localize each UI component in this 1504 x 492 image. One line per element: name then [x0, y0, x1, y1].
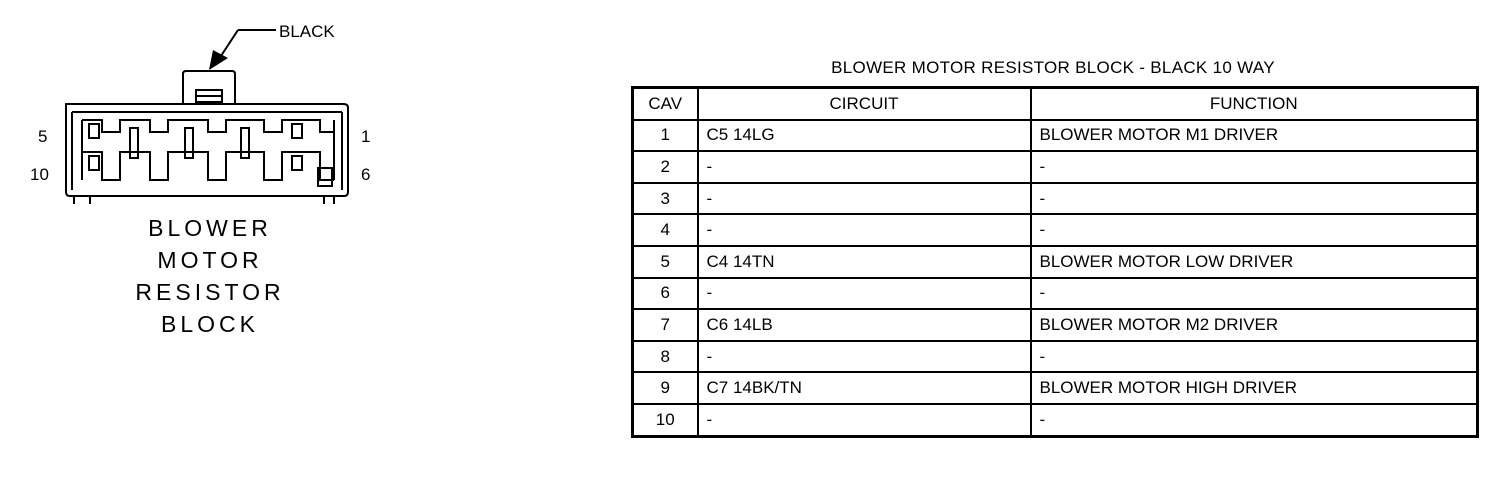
table-row: 2 - - — [631, 150, 1479, 184]
callout-arrowhead — [209, 50, 228, 70]
pin-label-5: 5 — [38, 127, 47, 146]
cell-function: - — [1029, 213, 1479, 247]
cell-circuit: C7 14BK/TN — [696, 371, 1032, 405]
cell-circuit: - — [696, 402, 1032, 438]
cell-circuit: - — [696, 213, 1032, 247]
callout-label: BLACK — [279, 22, 335, 41]
cell-cav: 9 — [631, 371, 699, 405]
table-row: 1 C5 14LG BLOWER MOTOR M1 DRIVER — [631, 118, 1479, 153]
header-circuit: CIRCUIT — [696, 86, 1032, 121]
pin-label-6: 6 — [361, 165, 370, 184]
table-row: 5 C4 14TN BLOWER MOTOR LOW DRIVER — [631, 244, 1479, 279]
cell-cav: 6 — [631, 276, 699, 311]
table-row: 10 - - — [631, 402, 1479, 438]
cell-cav: 8 — [631, 339, 699, 374]
cell-cav: 5 — [631, 244, 699, 279]
cell-function: BLOWER MOTOR M1 DRIVER — [1029, 118, 1479, 153]
cell-cav: 7 — [631, 308, 699, 342]
cell-circuit: - — [696, 339, 1032, 374]
table-header-row: CAV CIRCUIT FUNCTION — [631, 86, 1479, 121]
cell-cav: 1 — [631, 118, 699, 153]
cell-circuit: C6 14LB — [696, 308, 1032, 342]
cell-function: - — [1029, 276, 1479, 311]
cell-function: - — [1029, 181, 1479, 216]
table-row: 3 - - — [631, 181, 1479, 216]
cell-cav: 3 — [631, 181, 699, 216]
cell-function: BLOWER MOTOR HIGH DRIVER — [1029, 371, 1479, 405]
caption-line-2: MOTOR — [157, 247, 263, 273]
cell-circuit: C5 14LG — [696, 118, 1032, 153]
connector-body — [65, 70, 349, 204]
cell-circuit: C4 14TN — [696, 244, 1032, 279]
table-row: 8 - - — [631, 339, 1479, 374]
cell-function: - — [1029, 150, 1479, 184]
table-title: BLOWER MOTOR RESISTOR BLOCK - BLACK 10 W… — [831, 58, 1275, 77]
pin-label-10: 10 — [30, 165, 49, 184]
cell-function: - — [1029, 339, 1479, 374]
cell-cav: 2 — [631, 150, 699, 184]
table-row: 4 - - — [631, 213, 1479, 247]
cell-cav: 4 — [631, 213, 699, 247]
pinout-table: CAV CIRCUIT FUNCTION 1 C5 14LG BLOWER MO… — [631, 86, 1479, 438]
header-function: FUNCTION — [1029, 86, 1479, 121]
cell-cav: 10 — [631, 402, 699, 438]
caption-line-4: BLOCK — [161, 311, 259, 337]
cell-circuit: - — [696, 181, 1032, 216]
table-row: 9 C7 14BK/TN BLOWER MOTOR HIGH DRIVER — [631, 371, 1479, 405]
cell-circuit: - — [696, 150, 1032, 184]
table-row: 6 - - — [631, 276, 1479, 311]
table-row: 7 C6 14LB BLOWER MOTOR M2 DRIVER — [631, 308, 1479, 342]
cell-circuit: - — [696, 276, 1032, 311]
cell-function: - — [1029, 402, 1479, 438]
cell-function: BLOWER MOTOR M2 DRIVER — [1029, 308, 1479, 342]
pin-label-1: 1 — [361, 127, 370, 146]
caption-line-1: BLOWER — [148, 215, 272, 241]
connector-diagram: BLACK 5 10 1 6 — [30, 22, 370, 204]
caption-line-3: RESISTOR — [135, 279, 285, 305]
header-cav: CAV — [631, 86, 699, 121]
cell-function: BLOWER MOTOR LOW DRIVER — [1029, 244, 1479, 279]
